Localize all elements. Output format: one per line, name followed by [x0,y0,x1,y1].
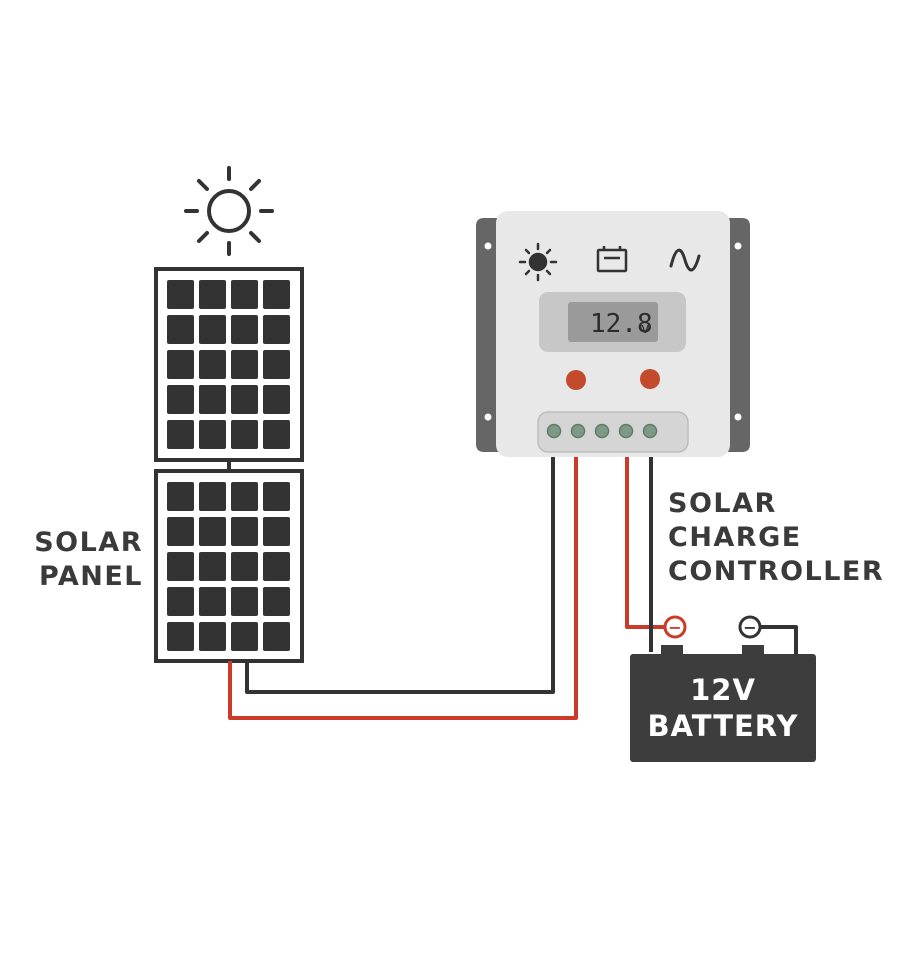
battery-wires [625,456,798,655]
wire-positive-battery [625,456,664,629]
battery-name-label: BATTERY [647,709,798,743]
terminal-screw [546,423,562,439]
solar-cells-top [167,280,290,449]
controller-label-line2: CHARGE [668,522,802,553]
solar-cell [199,350,226,379]
solar-cell [263,482,290,511]
terminal-screw [570,423,586,439]
solar-cell [263,420,290,449]
battery-voltage-label: 12V [690,673,756,707]
lcd-screen [568,302,658,342]
battery-body [630,654,816,762]
controller-label: SOLAR CHARGE CONTROLLER [668,488,884,587]
solar-cell [231,587,258,616]
wire-negative-panel [245,456,555,694]
solar-cell [167,482,194,511]
solar-cell [167,315,194,344]
solar-cell [199,482,226,511]
solar-cell [167,587,194,616]
solar-cell [231,552,258,581]
controller-label-line3: CONTROLLER [668,556,884,587]
status-led-left [566,370,586,390]
solar-cell [231,622,258,651]
solar-cell [167,517,194,546]
solar-cell [167,552,194,581]
solar-cell [263,385,290,414]
solar-panel [154,267,304,663]
solar-cell [199,385,226,414]
wire-battery-right [760,625,798,655]
solar-cell [167,280,194,309]
svg-text:−: − [743,618,756,637]
sun-icon [518,242,558,282]
solar-cell [199,552,226,581]
terminal-screw [618,423,634,439]
terminal-right-icon: − [738,615,762,639]
solar-cell [263,622,290,651]
solar-cell [231,350,258,379]
status-led-right [640,369,660,389]
solar-cell [263,280,290,309]
solar-cell [263,350,290,379]
solar-cell [263,517,290,546]
solar-cell [199,280,226,309]
panel-wires [228,456,578,720]
svg-text:−: − [668,618,681,637]
solar-panel-label: SOLAR PANEL [34,527,143,592]
lcd-unit: v [641,321,649,337]
solar-cell [231,517,258,546]
solar-cells-bottom [167,482,290,651]
terminal-screws [546,423,658,439]
solar-cell [231,315,258,344]
solar-cell [199,315,226,344]
solar-cell [199,517,226,546]
solar-cell [231,385,258,414]
wire-positive-panel [228,456,578,720]
solar-cell [199,622,226,651]
solar-cell [167,350,194,379]
controller-label-line1: SOLAR [668,488,777,519]
solar-cell [167,385,194,414]
battery-icon [596,246,628,273]
solar-cell [231,420,258,449]
terminal-left-icon: − [663,615,687,639]
solar-cell [167,420,194,449]
solar-cell [167,622,194,651]
terminal-screw [642,423,658,439]
terminal-screw [594,423,610,439]
solar-cell [231,280,258,309]
solar-cell [263,552,290,581]
solar-cell [263,315,290,344]
battery: 12V BATTERY − − [630,615,816,762]
lcd-value: 12.8 [590,309,653,339]
sun-icon [184,166,274,256]
charge-controller: 12.8 v [476,211,750,457]
solar-cell [263,587,290,616]
wave-icon [669,248,701,272]
terminal-block [537,411,689,453]
solar-cell [199,587,226,616]
solar-panel-label-line1: SOLAR [34,527,143,558]
solar-cell [199,420,226,449]
solar-cell [231,482,258,511]
solar-panel-label-line2: PANEL [39,561,143,592]
